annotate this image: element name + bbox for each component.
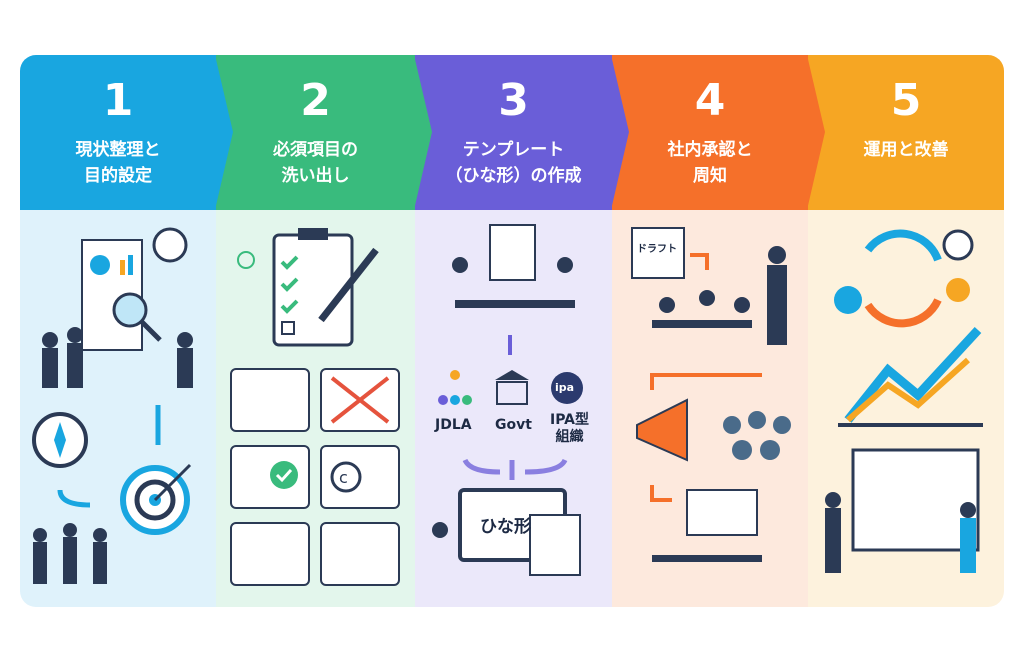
person-icon bbox=[67, 343, 83, 388]
person-icon bbox=[825, 508, 841, 573]
step-5: 5 運用と改善 bbox=[807, 55, 1004, 607]
check-icon bbox=[237, 251, 255, 269]
step-5-header: 5 運用と改善 bbox=[808, 55, 1004, 210]
ipa-logo bbox=[551, 372, 583, 404]
laptop-settings-card bbox=[230, 368, 310, 432]
document-icon bbox=[489, 224, 536, 281]
step-number: 3 bbox=[498, 75, 529, 126]
step-title: 必須項目の 洗い出し bbox=[273, 140, 358, 186]
step-arrow bbox=[215, 55, 233, 210]
person-icon bbox=[177, 348, 193, 388]
presentation-screen bbox=[686, 489, 758, 536]
checklist-illustration bbox=[237, 228, 379, 347]
meeting-table bbox=[652, 320, 752, 328]
person-icon bbox=[93, 542, 107, 584]
clock-icon bbox=[942, 229, 974, 261]
approved-doc-card bbox=[230, 445, 310, 509]
step-arrow bbox=[414, 55, 432, 210]
step-3-illustration: ipa JDLA Govt IPA型 組織 ひな形 bbox=[415, 210, 612, 607]
step-2-illustration: c bbox=[216, 210, 415, 607]
megaphone-icon bbox=[636, 398, 688, 462]
source-jdla: JDLA bbox=[435, 417, 472, 433]
compass-icon bbox=[152, 227, 188, 263]
step-5-illustration bbox=[808, 210, 1004, 607]
person-icon bbox=[42, 348, 58, 388]
ipa-logo-text: ipa bbox=[555, 381, 575, 394]
step-title: 社内承認と 周知 bbox=[667, 140, 753, 186]
draft-label: ドラフト bbox=[637, 244, 677, 255]
magnifier-icon bbox=[112, 292, 148, 328]
step-number: 4 bbox=[694, 75, 726, 126]
template-illustration bbox=[432, 224, 583, 576]
person-icon bbox=[63, 537, 77, 584]
template-label: ひな形 bbox=[480, 517, 531, 537]
dashboard-screen bbox=[851, 448, 980, 552]
step-3: 3 テンプレート （ひな形）の作成 ipa JDLA Govt IPA型 組織 … bbox=[414, 55, 612, 607]
source-govt: Govt bbox=[495, 417, 532, 433]
step-title: 運用と改善 bbox=[863, 140, 949, 160]
step-2-header: 2 必須項目の 洗い出し bbox=[216, 55, 415, 210]
people-card bbox=[230, 522, 310, 586]
gear-icon bbox=[946, 278, 970, 302]
step-number: 2 bbox=[300, 75, 331, 126]
analysis-illustration bbox=[32, 227, 193, 584]
person-icon bbox=[33, 542, 47, 584]
pen-icon bbox=[318, 247, 379, 323]
growth-arrow-icon bbox=[844, 326, 982, 423]
improvement-illustration bbox=[825, 229, 983, 573]
step-arrow bbox=[611, 55, 629, 210]
presenter bbox=[767, 265, 787, 345]
desk bbox=[455, 300, 575, 308]
source-ipa-type-org: IPA型 組織 bbox=[550, 412, 590, 445]
form-icon bbox=[529, 514, 581, 576]
step-4: 4 社内承認と 周知 ドラフト bbox=[611, 55, 808, 607]
svg-text:c: c bbox=[339, 468, 348, 487]
pie-chart-icon bbox=[90, 255, 110, 275]
approval-illustration bbox=[631, 227, 791, 562]
draft-document-icon bbox=[631, 227, 685, 279]
person-icon bbox=[960, 518, 976, 573]
copyright-card: c bbox=[320, 445, 400, 509]
step-4-header: 4 社内承認と 周知 bbox=[612, 55, 808, 210]
step-1: 1 現状整理と 目的設定 bbox=[20, 55, 216, 607]
step-3-header: 3 テンプレート （ひな形）の作成 bbox=[415, 55, 612, 210]
audience-icon bbox=[723, 411, 791, 460]
government-building-icon bbox=[495, 370, 529, 405]
gear-icon bbox=[834, 286, 862, 314]
no-data-lock-card bbox=[320, 368, 400, 432]
step-number: 1 bbox=[102, 75, 134, 126]
step-1-illustration bbox=[20, 210, 216, 607]
step-4-illustration: ドラフト bbox=[612, 210, 808, 607]
step-2: 2 必須項目の 洗い出し c bbox=[215, 55, 415, 607]
org-chart-icon bbox=[438, 370, 472, 405]
step-title: 現状整理と 目的設定 bbox=[75, 140, 161, 186]
cycle-arrow-icon bbox=[864, 229, 942, 262]
step-1-header: 1 現状整理と 目的設定 bbox=[20, 55, 216, 210]
step-title: テンプレート （ひな形）の作成 bbox=[445, 140, 582, 186]
gavel-card bbox=[320, 522, 400, 586]
step-arrow bbox=[807, 55, 825, 210]
step-number: 5 bbox=[890, 75, 922, 126]
